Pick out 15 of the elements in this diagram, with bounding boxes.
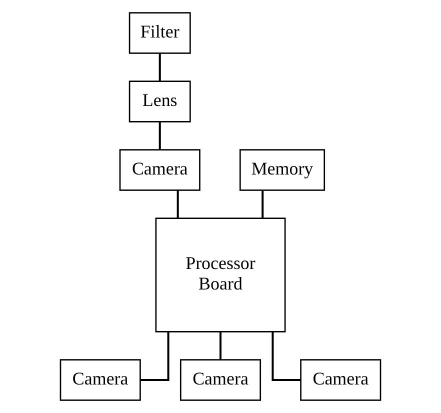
connector: [140, 332, 170, 381]
node-box: Camera: [60, 359, 141, 401]
node-box: Camera: [180, 359, 262, 401]
node-box: Camera: [119, 149, 200, 191]
node-box: Memory: [239, 149, 326, 191]
connector: [158, 122, 161, 150]
node-box: Processor Board: [155, 218, 286, 332]
connector: [220, 332, 222, 360]
connector: [262, 190, 264, 218]
node-box: Filter: [128, 12, 191, 54]
connector: [272, 332, 301, 381]
connector: [158, 54, 161, 81]
node-box: Camera: [300, 359, 382, 401]
node-box: Lens: [128, 80, 191, 122]
connector: [176, 190, 179, 218]
